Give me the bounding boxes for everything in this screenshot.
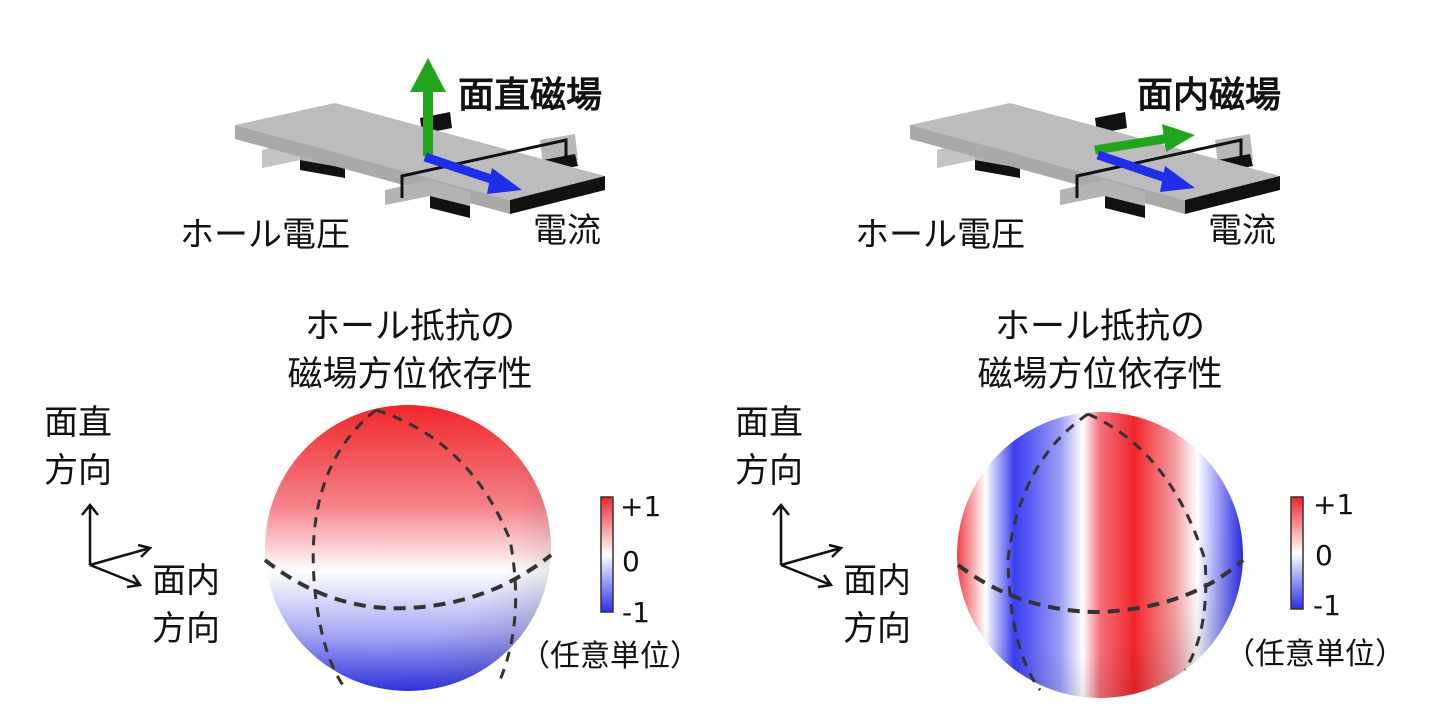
axis-in-plane-label-1: 面内 [843,561,911,601]
left-panel: 面直磁場 ホール電圧 電流 ホール抵抗の 磁場方位依存性 +1 0 -1 （任意… [44,58,700,691]
colorbar-mid: 0 [622,545,640,578]
colorbar-right: +1 0 -1 （任意単位） [1225,488,1405,672]
current-label: 電流 [533,211,601,251]
field-label: 面直磁場 [458,75,602,116]
hall-bar-device [235,103,605,218]
right-panel: 面内磁場 ホール電圧 電流 ホール抵抗の 磁場方位依存性 +1 0 -1 （任意… [735,75,1405,698]
colorbar-mid: 0 [1315,539,1333,572]
colorbar-unit: （任意単位） [1225,637,1405,672]
axis-in-plane-label-1: 面内 [152,561,220,601]
plot-title-line2: 磁場方位依存性 [977,355,1222,395]
plot-title-line1: ホール抵抗の [995,307,1205,347]
axis-in-plane-label-2: 方向 [152,609,220,649]
axis-out-of-plane-label-2: 方向 [735,451,803,491]
current-label: 電流 [1208,211,1276,251]
plot-title-line1: ホール抵抗の [305,307,515,347]
colorbar-min: -1 [1313,589,1341,622]
field-arrow-out-of-plane [410,58,446,156]
plot-title-line2: 磁場方位依存性 [287,355,532,395]
current-arrow [423,152,522,194]
axis-out-of-plane-label-2: 方向 [44,451,112,491]
hall-resistance-sphere [263,405,553,691]
current-arrow-right [1096,150,1195,192]
field-label: 面内磁場 [1137,75,1281,116]
field-arrow-in-plane [1094,124,1195,155]
hall-bar-device-right [910,103,1280,218]
axis-in-plane-label-2: 方向 [843,609,911,649]
colorbar-min: -1 [622,596,650,629]
hall-voltage-label: ホール電圧 [855,215,1025,255]
colorbar: +1 0 -1 （任意単位） [520,490,700,674]
colorbar-max: +1 [1313,488,1354,521]
axes-indicator: 面直 方向 面内 方向 [44,403,220,649]
colorbar-unit: （任意単位） [520,639,700,674]
hall-resistance-sphere-right [956,412,1245,698]
axis-out-of-plane-label-1: 面直 [44,403,112,443]
axis-out-of-plane-label-1: 面直 [735,403,803,443]
colorbar-max: +1 [620,490,661,523]
hall-voltage-label: ホール電圧 [180,215,350,255]
axes-indicator-right: 面直 方向 面内 方向 [735,403,911,649]
hall-voltage-bracket [400,138,568,198]
